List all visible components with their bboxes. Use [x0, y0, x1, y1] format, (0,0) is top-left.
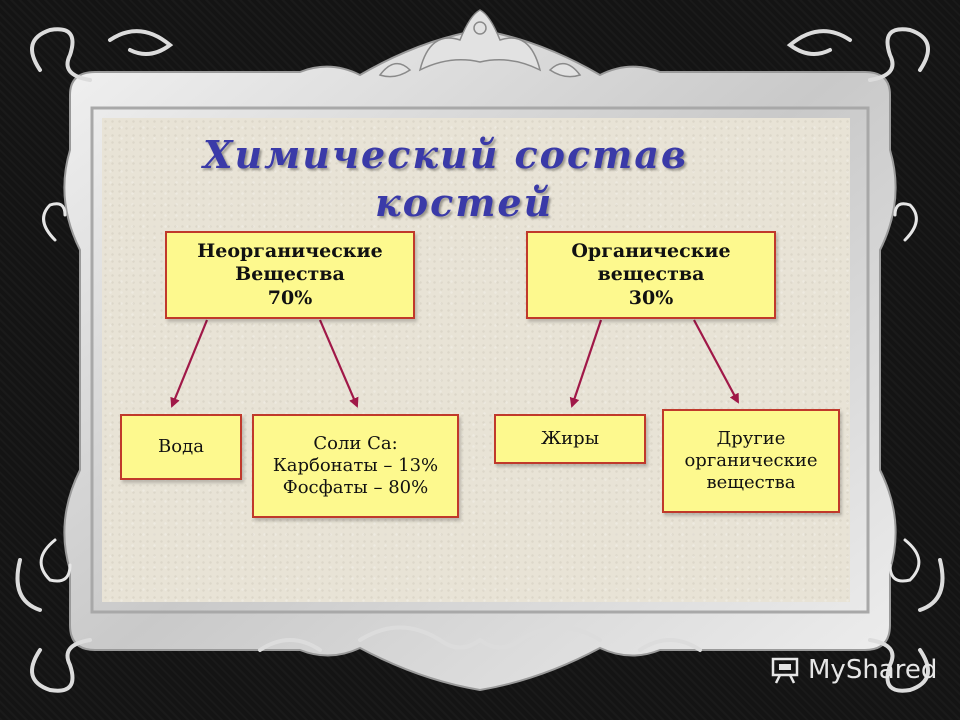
- inorganic-substances-box: Неорганические Вещества 70%: [165, 231, 415, 319]
- fats-label: Жиры: [540, 428, 600, 450]
- organic-sublabel: вещества: [597, 263, 705, 286]
- other-label-3: вещества: [706, 471, 796, 493]
- water-label: Вода: [158, 436, 204, 458]
- salts-label: Соли Са:: [313, 433, 398, 455]
- arrow-to-fats: [569, 319, 603, 408]
- slide-title-line-2: костей: [375, 180, 554, 225]
- watermark-text: MyShared: [808, 655, 938, 685]
- inorganic-percent: 70%: [267, 286, 313, 309]
- other-organic-box: Другие органические вещества: [662, 409, 840, 513]
- water-box: Вода: [120, 414, 242, 480]
- arrow-to-water: [170, 319, 209, 408]
- inorganic-sublabel: Вещества: [235, 263, 345, 286]
- content-panel: [102, 118, 850, 602]
- organic-percent: 30%: [628, 286, 674, 309]
- myshared-watermark: MyShared: [770, 655, 937, 685]
- presentation-board-icon: [771, 657, 799, 684]
- carbonates-label: Карбонаты – 13%: [272, 455, 439, 477]
- salts-box: Соли Са: Карбонаты – 13% Фосфаты – 80%: [252, 414, 459, 518]
- organic-label: Органические: [571, 240, 731, 263]
- organic-substances-box: Органические вещества 30%: [526, 231, 776, 319]
- fats-box: Жиры: [494, 414, 646, 464]
- arrow-to-salts: [318, 319, 359, 408]
- phosphates-label: Фосфаты – 80%: [282, 476, 429, 498]
- other-label: Другие: [716, 428, 786, 450]
- inorganic-label: Неорганические: [197, 240, 383, 263]
- other-label-2: органические: [684, 450, 818, 472]
- arrow-to-other: [693, 319, 739, 404]
- slide-title-line-1: Химический состав: [203, 132, 688, 177]
